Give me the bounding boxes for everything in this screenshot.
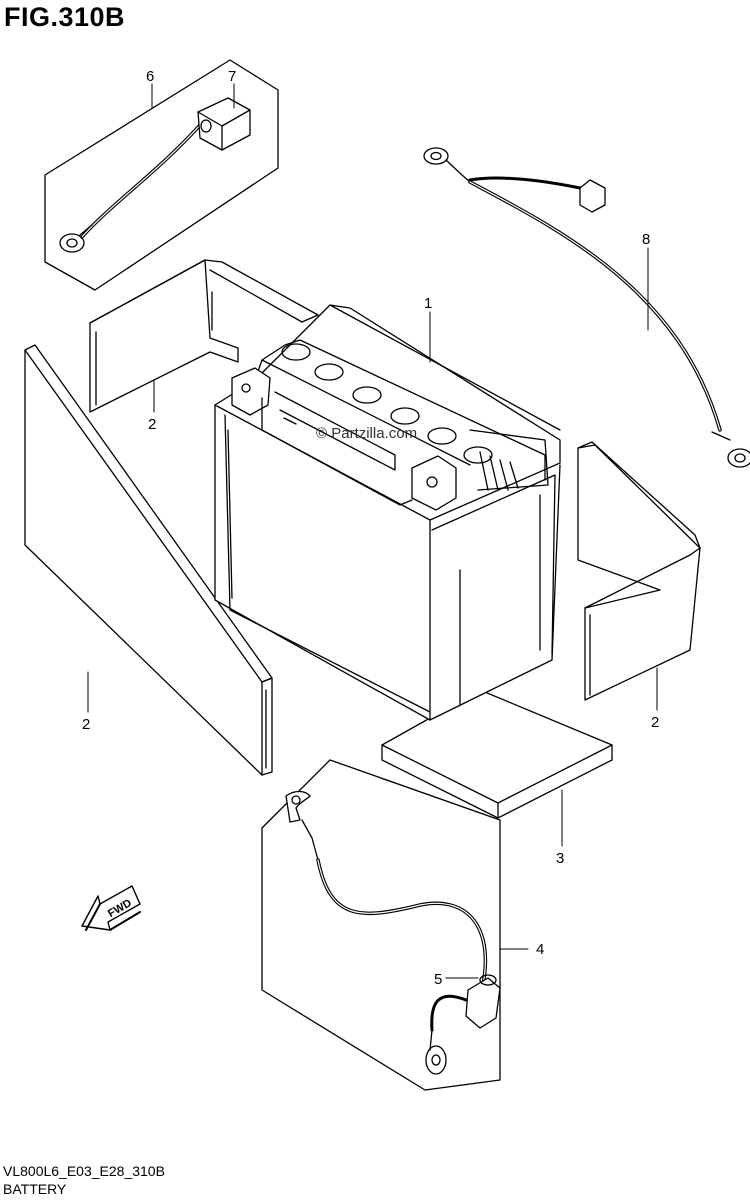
diagram-name: BATTERY (3, 1181, 67, 1197)
callout-1: 1 (424, 295, 432, 312)
inset-box-ground-lead (44, 59, 279, 291)
callout-7: 7 (228, 68, 236, 85)
leader-lines (87, 83, 658, 979)
callout-5: 5 (434, 971, 442, 988)
battery[interactable] (214, 304, 561, 721)
watermark: © Partzilla.com (316, 425, 417, 442)
inset-box-battery-lead (261, 759, 501, 1091)
diagram-code: VL800L6_E03_E28_310B (3, 1163, 165, 1179)
callout-2-lower-left: 2 (82, 716, 90, 733)
callout-6: 6 (146, 68, 154, 85)
battery-pad-left-upper[interactable] (89, 259, 319, 413)
callout-3: 3 (556, 850, 564, 867)
callout-2-upper-left: 2 (148, 416, 156, 433)
callout-4: 4 (536, 941, 544, 958)
fwd-arrow-icon: FWD (81, 885, 141, 931)
battery-pad-left-lower[interactable] (24, 344, 273, 776)
callout-2-right: 2 (651, 714, 659, 731)
battery-lead-cable[interactable] (285, 790, 501, 1075)
figure-title: FIG.310B (4, 2, 126, 32)
ground-lead-cable[interactable] (59, 123, 202, 253)
parts-diagram: FWD © Partzilla.com 6 7 8 1 2 2 2 3 4 5 (24, 59, 750, 1091)
battery-pad-right[interactable] (577, 441, 701, 701)
callout-8: 8 (642, 231, 650, 248)
battery-cable-8[interactable] (423, 147, 750, 468)
cable-cap[interactable] (197, 97, 251, 151)
